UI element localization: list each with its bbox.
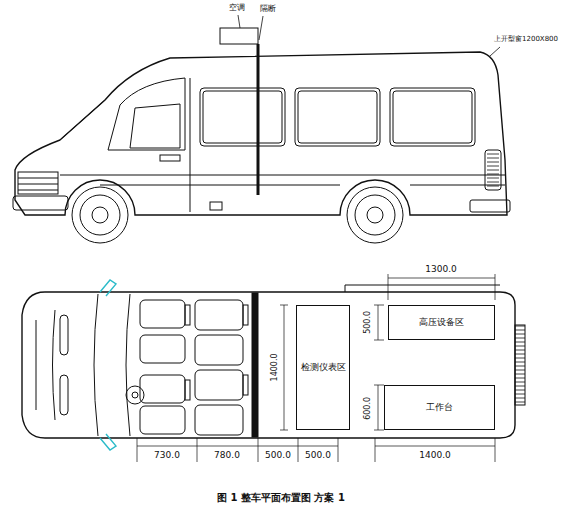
dimension: 500.0 [264,451,292,461]
zone-label: 高压设备区 [419,318,464,328]
dimension: 780.0 [213,451,241,461]
zone-label: 工作台 [426,403,453,413]
dimension: 500.0 [364,310,373,335]
zone-label: 检测仪表区 [301,363,346,373]
zone-box: 工作台 [384,385,495,430]
zone-box: 高压设备区 [388,305,495,340]
part-label: 空调 [228,4,246,13]
zone-box: 检测仪表区 [296,305,350,430]
dimension: 1400.0 [271,352,280,382]
dimension: 1400.0 [418,451,452,461]
part-label: 隔断 [259,5,277,14]
part-label: 上开型窗1200X800 [493,36,559,44]
figure-caption: 图 1 整车平面布置图 方案 1 [216,492,346,503]
dimension: 600.0 [364,396,373,421]
dimension: 1300.0 [424,265,458,275]
dimension: 730.0 [153,451,181,461]
dimension: 500.0 [304,451,332,461]
